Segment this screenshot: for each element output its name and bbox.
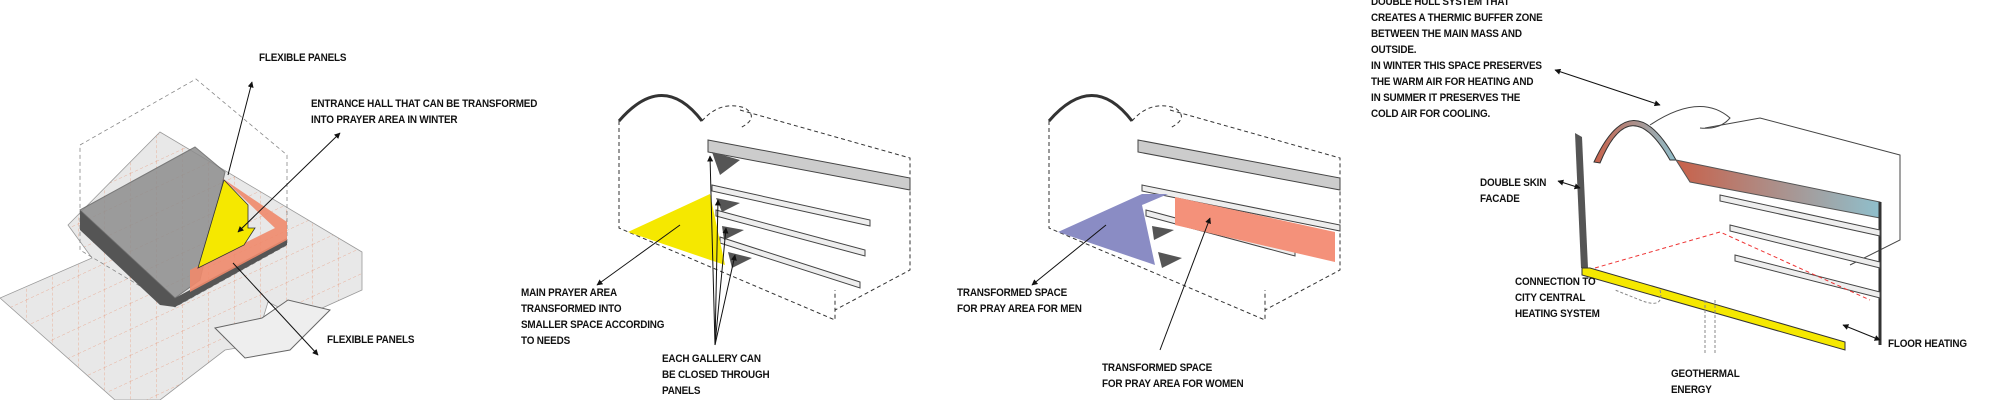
label-entrance-hall: ENTRANCE HALL THAT CAN BE TRANSFORMED IN… bbox=[311, 98, 538, 126]
arrow-flexible-bottom bbox=[232, 262, 319, 356]
dashed-volume bbox=[79, 78, 288, 308]
women-area bbox=[1175, 197, 1335, 262]
floor-heating-yellow bbox=[1581, 267, 1846, 351]
label-double-hull: DOUBLE HULL SYSTEM THAT CREATES A THERMI… bbox=[1371, 0, 1543, 120]
thermal-section bbox=[1554, 68, 1901, 355]
label-double-skin: DOUBLE SKIN FACADE bbox=[1480, 177, 1547, 205]
label-men-area: TRANSFORMED SPACE FOR PRAY AREA FOR MEN bbox=[957, 287, 1082, 315]
arrow-entrance bbox=[237, 132, 341, 233]
label-women-area: TRANSFORMED SPACE FOR PRAY AREA FOR WOME… bbox=[1102, 362, 1244, 390]
label-flexible-panels-top: FLEXIBLE PANELS bbox=[259, 52, 347, 64]
arrow-flexible-top bbox=[227, 81, 254, 176]
main-prayer-section bbox=[596, 94, 911, 346]
label-flexible-panels-bottom: FLEXIBLE PANELS bbox=[327, 334, 415, 346]
label-each-gallery: EACH GALLERY CAN BE CLOSED THROUGH PANEL… bbox=[662, 353, 770, 397]
label-floor-heating: FLOOR HEATING bbox=[1888, 338, 1967, 350]
main-prayer-area-yellow bbox=[628, 194, 725, 265]
label-connection: CONNECTION TO CITY CENTRAL HEATING SYSTE… bbox=[1515, 276, 1600, 320]
entrance-hall-axonometric bbox=[0, 78, 363, 400]
label-main-prayer-area: MAIN PRAYER AREA TRANSFORMED INTO SMALLE… bbox=[521, 287, 665, 347]
double-skin-facade bbox=[1575, 133, 1588, 268]
entrance-stair bbox=[213, 299, 331, 359]
double-hull-arch bbox=[1593, 120, 1677, 164]
main-mass-dark bbox=[80, 210, 287, 307]
men-area bbox=[1058, 194, 1168, 265]
transformed-space-section bbox=[1031, 94, 1341, 351]
label-geothermal: GEOTHERMAL ENERGY bbox=[1671, 368, 1740, 396]
